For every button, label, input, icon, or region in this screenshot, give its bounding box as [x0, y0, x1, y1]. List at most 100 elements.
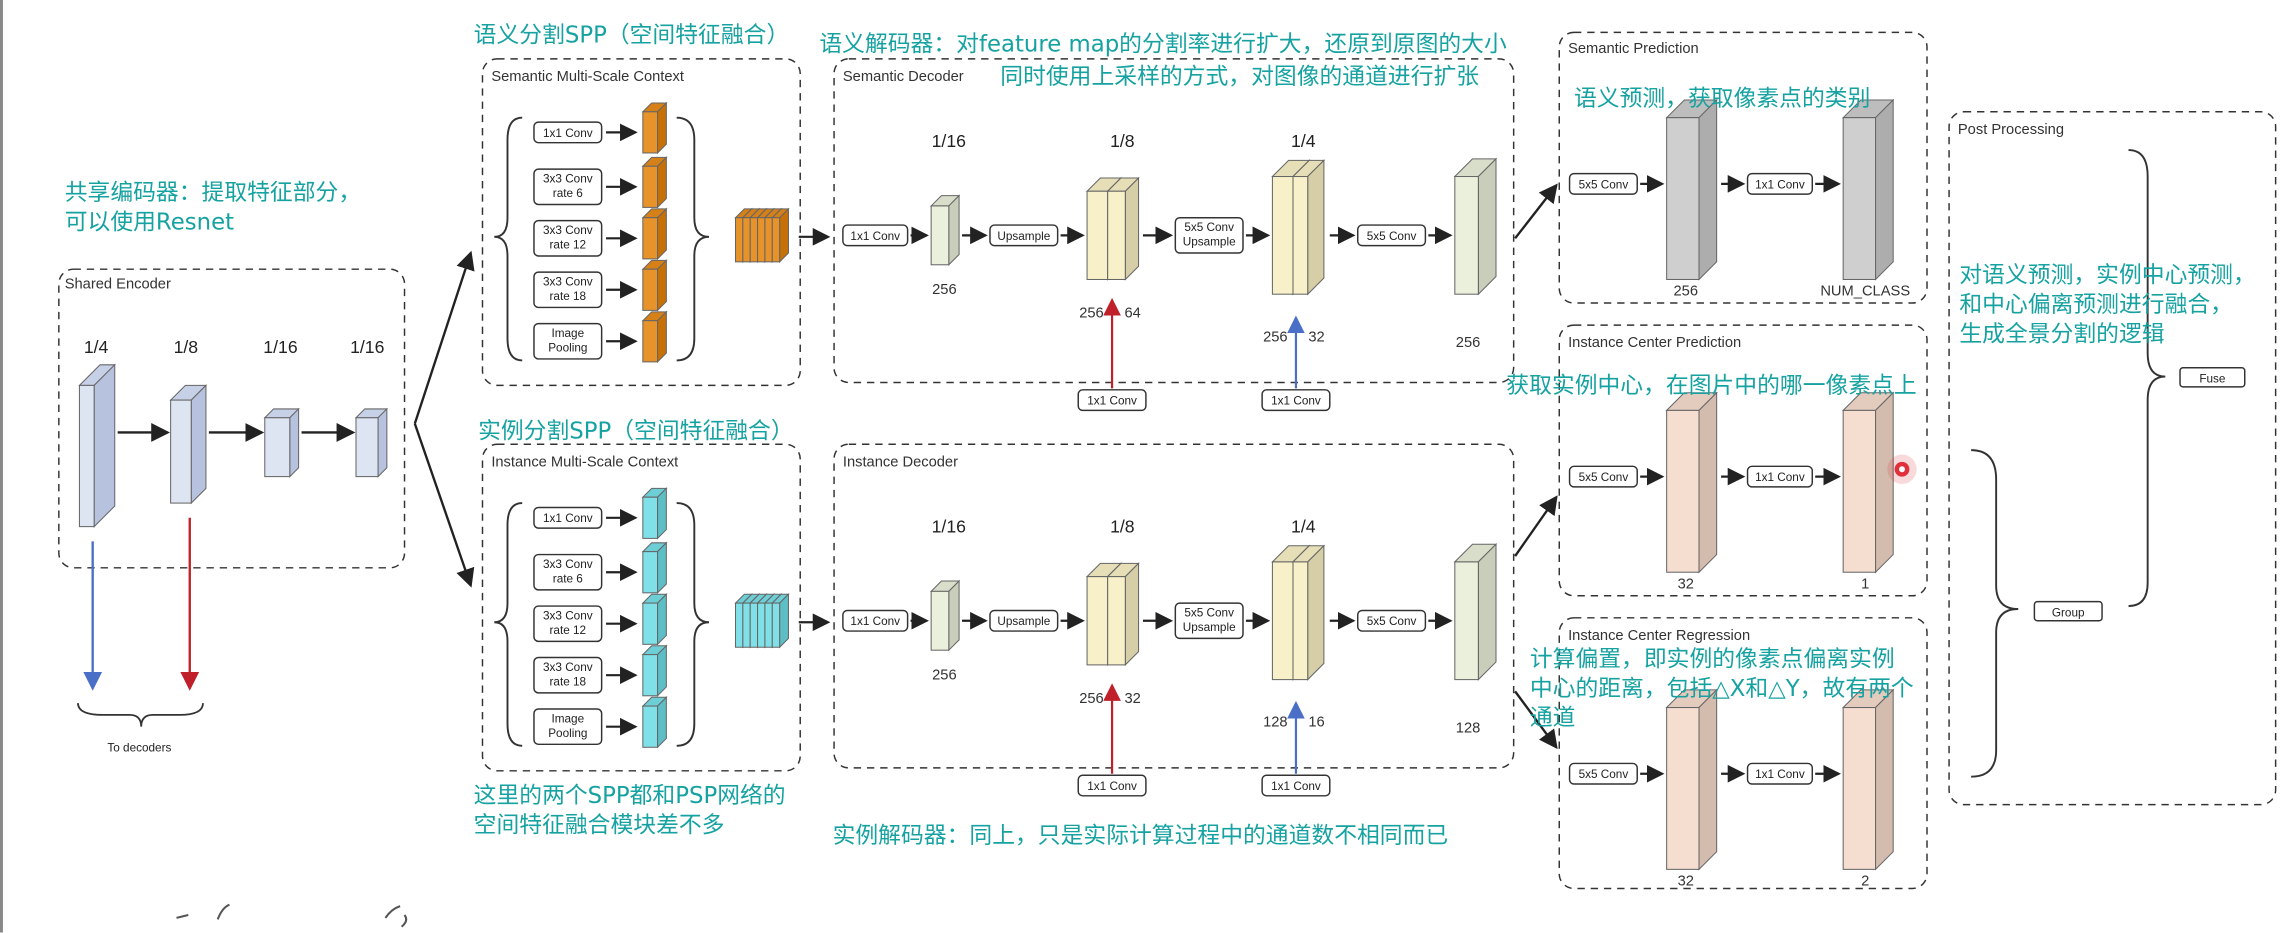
instance-center-regression-frame [1558, 617, 1928, 890]
semantic_decoder-channel-3: 64 [1124, 306, 1140, 322]
semantic_decoder-scale-1: 1/16 [932, 131, 967, 151]
shared-encoder-frame [58, 268, 406, 569]
instance_context-feature-4 [641, 644, 668, 698]
fuse-label: Fuse [2199, 372, 2226, 385]
semantic-prediction-frame [1558, 31, 1928, 304]
regression-note-line-2: 中心的距离，包括△X和△Y，故有两个 [1529, 675, 1914, 702]
instance-context-frame [481, 443, 801, 772]
semantic_decoder-block-1-4-b [1291, 159, 1326, 296]
instance_decoder-skip-conv-1: 1x1 Conv [1077, 774, 1147, 797]
semantic-decoder-note-line-2: 同时使用上采样的方式，对图像的通道进行扩张 [1000, 63, 1480, 90]
instance-decoder-note: 实例解码器：同上，只是实际计算过程中的通道数不相同而已 [832, 822, 1449, 849]
semantic_context-op-3-label-1: 3x3 Conv [543, 224, 593, 237]
instance_context-input-brace [494, 502, 523, 747]
left-window-edge [0, 0, 3, 933]
instance-center-prediction-frame [1558, 324, 1928, 597]
semantic_context-op-1-label-1: 1x1 Conv [543, 127, 593, 140]
semantic_decoder-channel-6: 256 [1456, 335, 1481, 351]
instance_decoder-scale-1: 1/16 [932, 517, 967, 537]
instance_decoder-conv5x5-upsample-label-1: 5x5 Conv [1184, 606, 1234, 619]
instance_decoder-channel-1: 256 [932, 668, 957, 684]
instance_decoder-conv1x1-label-1: 1x1 Conv [850, 615, 900, 628]
semantic_decoder-scale-3: 1/4 [1291, 131, 1316, 151]
instance_center_regression-conv5x5-label-1: 5x5 Conv [1579, 768, 1629, 781]
regression-note-line-3: 通道 [1529, 704, 1576, 732]
fuse-box [2179, 367, 2246, 388]
instance_center_prediction-channel-1: 32 [1678, 576, 1694, 592]
instance_center_prediction-block-2 [1841, 391, 1895, 574]
encoder-block-2 [169, 384, 208, 505]
semantic-decoder-note-line-1: 语义解码器：对feature map的分割率进行扩大，还原到原图的大小 [819, 30, 1507, 58]
instance-context-title: Instance Multi-Scale Context [491, 454, 678, 470]
semantic_decoder-upsample-1-label-1: Upsample [997, 230, 1050, 243]
shared-encoder-title: Shared Encoder [65, 276, 171, 292]
fuse-brace [2128, 149, 2166, 608]
instance_context-op-2-label-1: 3x3 Conv [543, 558, 593, 571]
semantic_decoder-conv5x5-out-label-1: 5x5 Conv [1367, 230, 1417, 243]
mouse-cursor-marker [1887, 454, 1917, 484]
semantic-context-frame [481, 58, 801, 387]
post-processing-frame [1948, 111, 2277, 806]
post-processing-note-line-3: 生成全景分割的逻辑 [1959, 320, 2165, 348]
instance-center-regression-head: Instance Center Regression 5x5 Conv321x1… [1558, 617, 1928, 890]
semantic_decoder-block-1-16 [929, 194, 961, 267]
instance-decoder-to-center-arrow [1514, 495, 1558, 557]
instance_decoder-skip-conv-2: 1x1 Conv [1261, 774, 1331, 797]
instance_context-output-brace [676, 502, 710, 747]
semantic_decoder-conv1x1: 1x1 Conv [842, 224, 909, 247]
semantic-decoder-title: Semantic Decoder [843, 69, 964, 85]
semantic_context-feature-1 [641, 101, 668, 155]
shared-encoder-note-line-1: 共享编码器：提取特征部分， [64, 179, 362, 206]
instance_center_regression-conv1x1-label-1: 1x1 Conv [1755, 768, 1805, 781]
post-processing-note: 对语义预测，实例中心预测， 和中心偏离预测进行融合， 生成全景分割的逻辑 [1959, 260, 2255, 348]
instance-center-prediction-head: Instance Center Prediction 5x5 Conv321x1… [1558, 324, 1928, 597]
instance_center_regression-channel-2: 2 [1861, 874, 1869, 890]
instance_decoder-channel-4: 128 [1263, 715, 1288, 731]
post-processing: Post Processing Fuse Group [1948, 111, 2277, 806]
instance_context-concat-stack [734, 593, 790, 649]
instance_center_prediction-conv5x5-label-1: 5x5 Conv [1579, 471, 1629, 484]
post-processing-title: Post Processing [1958, 122, 2064, 138]
spp-psp-note: 这里的两个SPP都和PSP网络的 空间特征融合模块差不多 [474, 781, 786, 840]
semantic_decoder-block-out [1453, 157, 1498, 296]
semantic_prediction-block-2 [1841, 98, 1895, 281]
spp-psp-note-line-2: 空间特征融合模块差不多 [473, 811, 725, 839]
instance_context-op-1: 1x1 Conv [533, 506, 603, 529]
group-brace [1971, 449, 2019, 778]
instance_center_prediction-conv5x5: 5x5 Conv [1568, 465, 1638, 488]
instance_decoder-channel-5: 16 [1308, 715, 1324, 731]
instance_center_regression-conv1x1: 1x1 Conv [1746, 762, 1814, 785]
semantic_decoder-skip-conv-1: 1x1 Conv [1077, 389, 1147, 412]
instance_decoder-conv5x5-out: 5x5 Conv [1356, 609, 1427, 632]
shared-encoder-note-line-2: 可以使用Resnet [64, 208, 235, 236]
post-processing-note-line-2: 和中心偏离预测进行融合， [1959, 291, 2234, 318]
instance-decoder-to-regression-arrow [1514, 690, 1558, 750]
semantic_prediction-conv1x1-label-1: 1x1 Conv [1755, 178, 1805, 191]
regression-note: 计算偏置，即实例的像素点偏离实例 中心的距离，包括△X和△Y，故有两个 通道 [1530, 644, 1914, 732]
semantic_decoder-channel-5: 32 [1308, 329, 1324, 345]
semantic_context-op-2-label-2: rate 6 [553, 187, 584, 200]
semantic_context-feature-2 [641, 156, 668, 209]
instance_decoder-scale-2: 1/8 [1110, 517, 1135, 537]
instance_decoder-skip-conv-1-label-1: 1x1 Conv [1087, 780, 1137, 793]
semantic_decoder-channel-4: 256 [1263, 329, 1288, 345]
instance-decoder-title: Instance Decoder [843, 454, 958, 470]
to-decoders-brace [77, 703, 204, 727]
instance-multi-scale-context: Instance Multi-Scale Context 1x1 Conv 3x3… [481, 443, 831, 772]
instance_center_prediction-conv1x1: 1x1 Conv [1746, 465, 1814, 488]
encoder-scale-1: 1/4 [84, 337, 109, 357]
semantic_decoder-conv1x1-label-1: 1x1 Conv [850, 230, 900, 243]
shared-encoder-note: 共享编码器：提取特征部分， 可以使用Resnet [65, 178, 361, 237]
semantic_decoder-skip-conv-2-label-1: 1x1 Conv [1271, 395, 1321, 408]
instance_center_regression-block-1 [1665, 688, 1718, 871]
